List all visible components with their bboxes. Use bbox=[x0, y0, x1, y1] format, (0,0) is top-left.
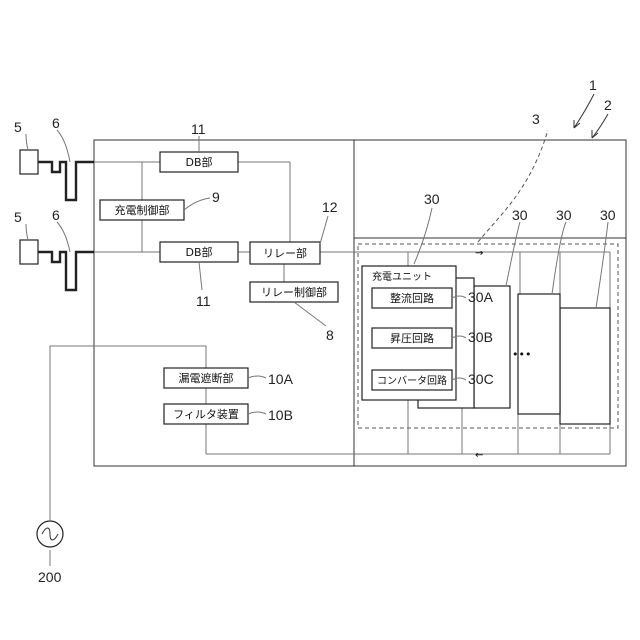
ref-10B: 10B bbox=[268, 407, 293, 423]
svg-text:充電制御部: 充電制御部 bbox=[115, 203, 170, 217]
ref-30-third: 30 bbox=[556, 207, 572, 223]
ref-30C: 30C bbox=[468, 371, 494, 387]
svg-text:DB部: DB部 bbox=[185, 155, 212, 169]
booster-circuit-block: 昇圧回路 bbox=[372, 328, 452, 348]
svg-text:漏電遮断部: 漏電遮断部 bbox=[179, 371, 234, 385]
plug-top bbox=[20, 150, 94, 200]
ref-30-main: 30 bbox=[424, 191, 440, 207]
svg-text:昇圧回路: 昇圧回路 bbox=[390, 332, 434, 345]
relay-block: リレー部 bbox=[250, 242, 320, 264]
ref-8: 8 bbox=[326, 327, 334, 343]
filter-device-block: フィルタ装置 bbox=[164, 404, 248, 424]
ref-5-top: 5 bbox=[14, 119, 22, 135]
db-block-bottom: DB部 bbox=[160, 242, 238, 262]
ref-6-bottom: 6 bbox=[52, 207, 60, 223]
relay-control-block: リレー制御部 bbox=[250, 282, 338, 302]
ellipsis-mark: ••• bbox=[512, 348, 531, 361]
svg-text:リレー部: リレー部 bbox=[263, 246, 307, 260]
charge-control-block: 充電制御部 bbox=[100, 200, 184, 220]
ref-30-fourth: 30 bbox=[600, 207, 616, 223]
ref-11-top: 11 bbox=[191, 121, 206, 137]
current-arrow-top: → bbox=[475, 248, 483, 259]
svg-text:DB部: DB部 bbox=[185, 245, 212, 259]
rectifier-circuit-block: 整流回路 bbox=[372, 288, 452, 308]
ref-10A: 10A bbox=[268, 371, 294, 387]
svg-text:リレー制御部: リレー制御部 bbox=[261, 285, 327, 299]
current-arrow-bottom: ← bbox=[475, 450, 483, 461]
charge-unit-4 bbox=[560, 308, 610, 424]
ref-12: 12 bbox=[322, 199, 338, 215]
leak-breaker-block: 漏電遮断部 bbox=[164, 368, 248, 388]
ref-1: 1 bbox=[589, 77, 597, 93]
svg-text:充電ユニット: 充電ユニット bbox=[372, 270, 432, 283]
ref-6-top: 6 bbox=[52, 115, 60, 131]
svg-text:整流回路: 整流回路 bbox=[390, 291, 434, 305]
ref-30A: 30A bbox=[468, 289, 494, 305]
svg-text:コンバータ回路: コンバータ回路 bbox=[377, 374, 447, 387]
db-block-top: DB部 bbox=[160, 152, 238, 172]
svg-text:フィルタ装置: フィルタ装置 bbox=[173, 408, 239, 421]
ref-30-second: 30 bbox=[512, 207, 528, 223]
ref-11-bottom: 11 bbox=[196, 293, 211, 309]
ref-9: 9 bbox=[212, 189, 220, 205]
region-3-leader bbox=[478, 130, 548, 242]
ref-3: 3 bbox=[532, 111, 540, 127]
ref-200: 200 bbox=[38, 569, 62, 585]
ref-5-bottom: 5 bbox=[14, 209, 22, 225]
system-ref-arrows bbox=[574, 94, 608, 138]
ref-30B: 30B bbox=[468, 329, 493, 345]
ref-2: 2 bbox=[604, 97, 612, 113]
plug-bottom bbox=[20, 240, 94, 290]
converter-circuit-block: コンバータ回路 bbox=[372, 370, 452, 390]
